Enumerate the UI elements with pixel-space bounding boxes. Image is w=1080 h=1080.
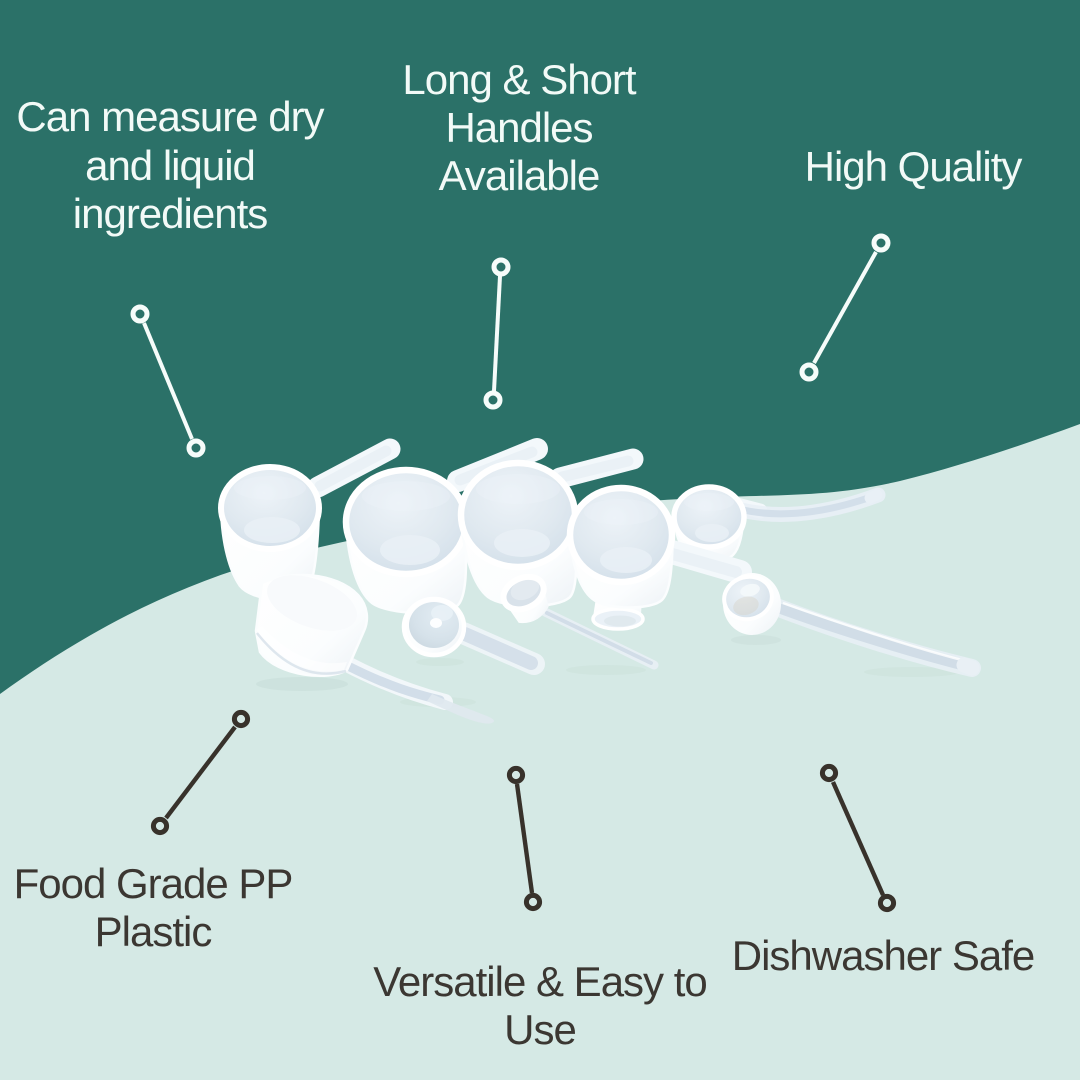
svg-text:High Quality: High Quality bbox=[805, 143, 1023, 190]
svg-text:Long & Short: Long & Short bbox=[402, 56, 637, 103]
svg-text:and liquid: and liquid bbox=[85, 142, 255, 189]
svg-text:Food Grade PP: Food Grade PP bbox=[14, 860, 293, 907]
svg-text:Handles: Handles bbox=[445, 104, 592, 151]
svg-text:Can measure dry: Can measure dry bbox=[16, 93, 324, 140]
svg-text:Versatile & Easy to: Versatile & Easy to bbox=[373, 958, 707, 1005]
svg-text:Use: Use bbox=[504, 1006, 576, 1053]
svg-text:ingredients: ingredients bbox=[73, 190, 267, 237]
svg-text:Plastic: Plastic bbox=[95, 908, 212, 955]
svg-text:Dishwasher Safe: Dishwasher Safe bbox=[732, 932, 1034, 979]
svg-text:Available: Available bbox=[439, 152, 600, 199]
